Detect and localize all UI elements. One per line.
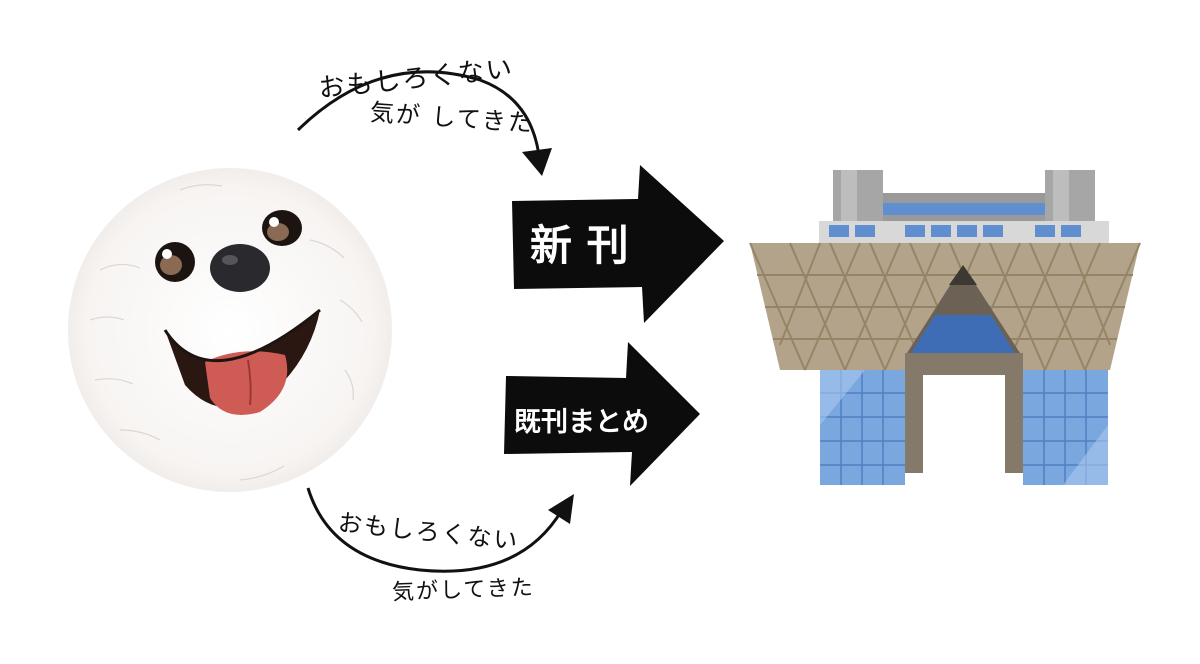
dog-face-icon (68, 168, 392, 492)
new-release-arrow (512, 165, 724, 323)
bottom-note-line2: 気がしてきた (391, 575, 536, 606)
top-curved-arrow (296, 70, 552, 176)
big-sight-building-icon (749, 170, 1141, 485)
backlist-label: 既刊まとめ (514, 407, 649, 438)
bottom-curved-arrow (306, 487, 574, 573)
new-release-label: 新 刊 (530, 221, 629, 270)
backlist-arrow (504, 342, 700, 486)
